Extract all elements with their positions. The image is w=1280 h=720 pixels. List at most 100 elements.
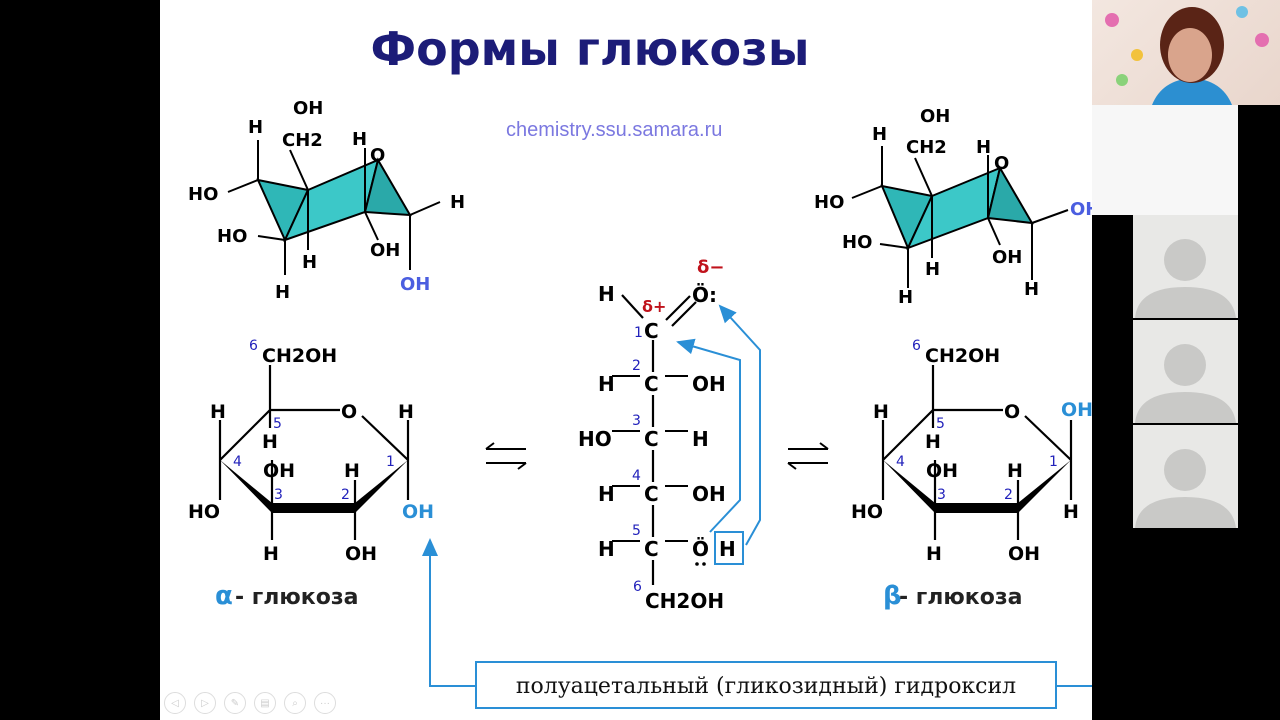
label: H <box>925 259 940 280</box>
delta-plus: δ+ <box>642 297 666 316</box>
equilibrium-arrow-left <box>485 442 527 470</box>
label: OH <box>263 460 295 482</box>
pen-tool-button[interactable]: ✎ <box>224 692 246 714</box>
alpha-chair-conformation: OH CH2 H H O HO HO H OH H H OH <box>188 98 465 303</box>
label: O <box>341 401 357 423</box>
participant-tile[interactable] <box>1133 320 1238 423</box>
label: CH2 <box>282 130 323 151</box>
chain-row: 2 H C OH <box>598 358 726 396</box>
label: C <box>644 372 659 396</box>
zoom-button[interactable]: ⌕ <box>284 692 306 714</box>
carbon-number: 1 <box>634 325 643 341</box>
arrow-to-oxygen <box>718 304 761 546</box>
participant-tile[interactable] <box>1133 425 1238 528</box>
next-slide-button[interactable]: ▷ <box>194 692 216 714</box>
carbon-number: 4 <box>896 454 905 470</box>
label: OH <box>370 240 400 261</box>
label: CH2 <box>906 137 947 158</box>
label: OH <box>1008 543 1040 565</box>
label: H <box>898 287 913 308</box>
label: C <box>644 319 659 343</box>
label: H <box>692 427 709 451</box>
carbonyl-oxygen: Ö: <box>692 283 717 307</box>
label: O <box>1004 401 1020 423</box>
label: H <box>598 372 615 396</box>
carbon-number: 1 <box>1049 454 1058 470</box>
anomeric-oh: OH <box>402 501 434 523</box>
source-url: chemistry.ssu.samara.ru <box>506 119 723 141</box>
label: H <box>263 543 279 565</box>
carbon-number: 6 <box>912 338 921 354</box>
chain-row: 3 HO C H <box>578 413 709 451</box>
beta-chair-conformation: OH CH2 H H O HO HO OH OH H H H <box>814 106 1100 308</box>
label: CH2OH <box>925 345 1000 367</box>
carbon-number: 5 <box>936 416 945 432</box>
participant-tile[interactable] <box>1133 215 1238 318</box>
label: H <box>926 543 942 565</box>
label: O <box>994 153 1009 174</box>
label: H <box>210 401 226 423</box>
slideshow-toolbar: ◁ ▷ ✎ ▤ ⌕ ··· <box>164 692 336 714</box>
label: HO <box>842 232 872 253</box>
carbon-number: 3 <box>632 413 641 429</box>
label: OH <box>992 247 1022 268</box>
beta-glucose-caption: - глюкоза <box>899 585 1022 610</box>
label: H <box>275 282 290 303</box>
alpha-symbol: α <box>215 581 233 611</box>
slide-title: Формы глюкозы <box>370 22 810 76</box>
open-chain-glucose: δ− δ+ Ö: H 1 C 2 H C OH 3 HO C H 4 H C <box>578 257 761 613</box>
label: O <box>370 145 385 166</box>
label: OH <box>345 543 377 565</box>
label: H <box>302 252 317 273</box>
label: HO <box>188 501 220 523</box>
label: OH <box>293 98 323 119</box>
label: H <box>925 431 941 453</box>
carbon-number: 6 <box>633 579 642 595</box>
label: OH <box>692 372 726 396</box>
label: H <box>872 124 887 145</box>
equilibrium-arrow-right <box>787 442 829 470</box>
carbon-number: 5 <box>273 416 282 432</box>
label: C <box>644 537 659 561</box>
anomeric-oh: OH <box>1061 399 1093 421</box>
label: CH2OH <box>645 589 724 613</box>
label: H <box>248 117 263 138</box>
avatar-icon <box>1135 239 1236 318</box>
label: H <box>1007 460 1023 482</box>
see-all-slides-button[interactable]: ▤ <box>254 692 276 714</box>
label: OH <box>920 106 950 127</box>
carbon-number: 2 <box>632 358 641 374</box>
label: Ö <box>692 537 709 561</box>
previous-slide-button[interactable]: ◁ <box>164 692 186 714</box>
label: H <box>976 137 991 158</box>
beta-haworth-projection: CH2OH O H H OH HO OH H H OH H 6 5 4 3 2 … <box>851 338 1093 611</box>
label: H <box>1024 279 1039 300</box>
presenter-image <box>1105 6 1269 105</box>
participant-tile-blank <box>1092 105 1238 215</box>
presenter-video[interactable] <box>1092 0 1280 105</box>
hydroxyl-label: полуацетальный (гликозидный) гидроксил <box>516 674 1016 699</box>
label: H <box>344 460 360 482</box>
label: HO <box>814 192 844 213</box>
delta-minus: δ− <box>697 257 724 278</box>
label: H <box>352 129 367 150</box>
label: OH <box>692 482 726 506</box>
avatar-icon <box>1135 449 1236 528</box>
hydrogen-box <box>714 531 744 565</box>
label: H <box>719 537 736 561</box>
label: HO <box>217 226 247 247</box>
more-options-button[interactable]: ··· <box>314 692 336 714</box>
label: H <box>262 431 278 453</box>
label: OH <box>926 460 958 482</box>
label: H <box>398 401 414 423</box>
label: HO <box>188 184 218 205</box>
beta-symbol: β <box>883 581 902 611</box>
label: HO <box>851 501 883 523</box>
chain-row: 5 H C Ö <box>598 523 709 561</box>
carbon-number: 3 <box>937 487 946 503</box>
chain-row: 4 H C OH <box>598 468 726 506</box>
carbon-number: 2 <box>341 487 350 503</box>
carbon-number: 6 <box>249 338 258 354</box>
